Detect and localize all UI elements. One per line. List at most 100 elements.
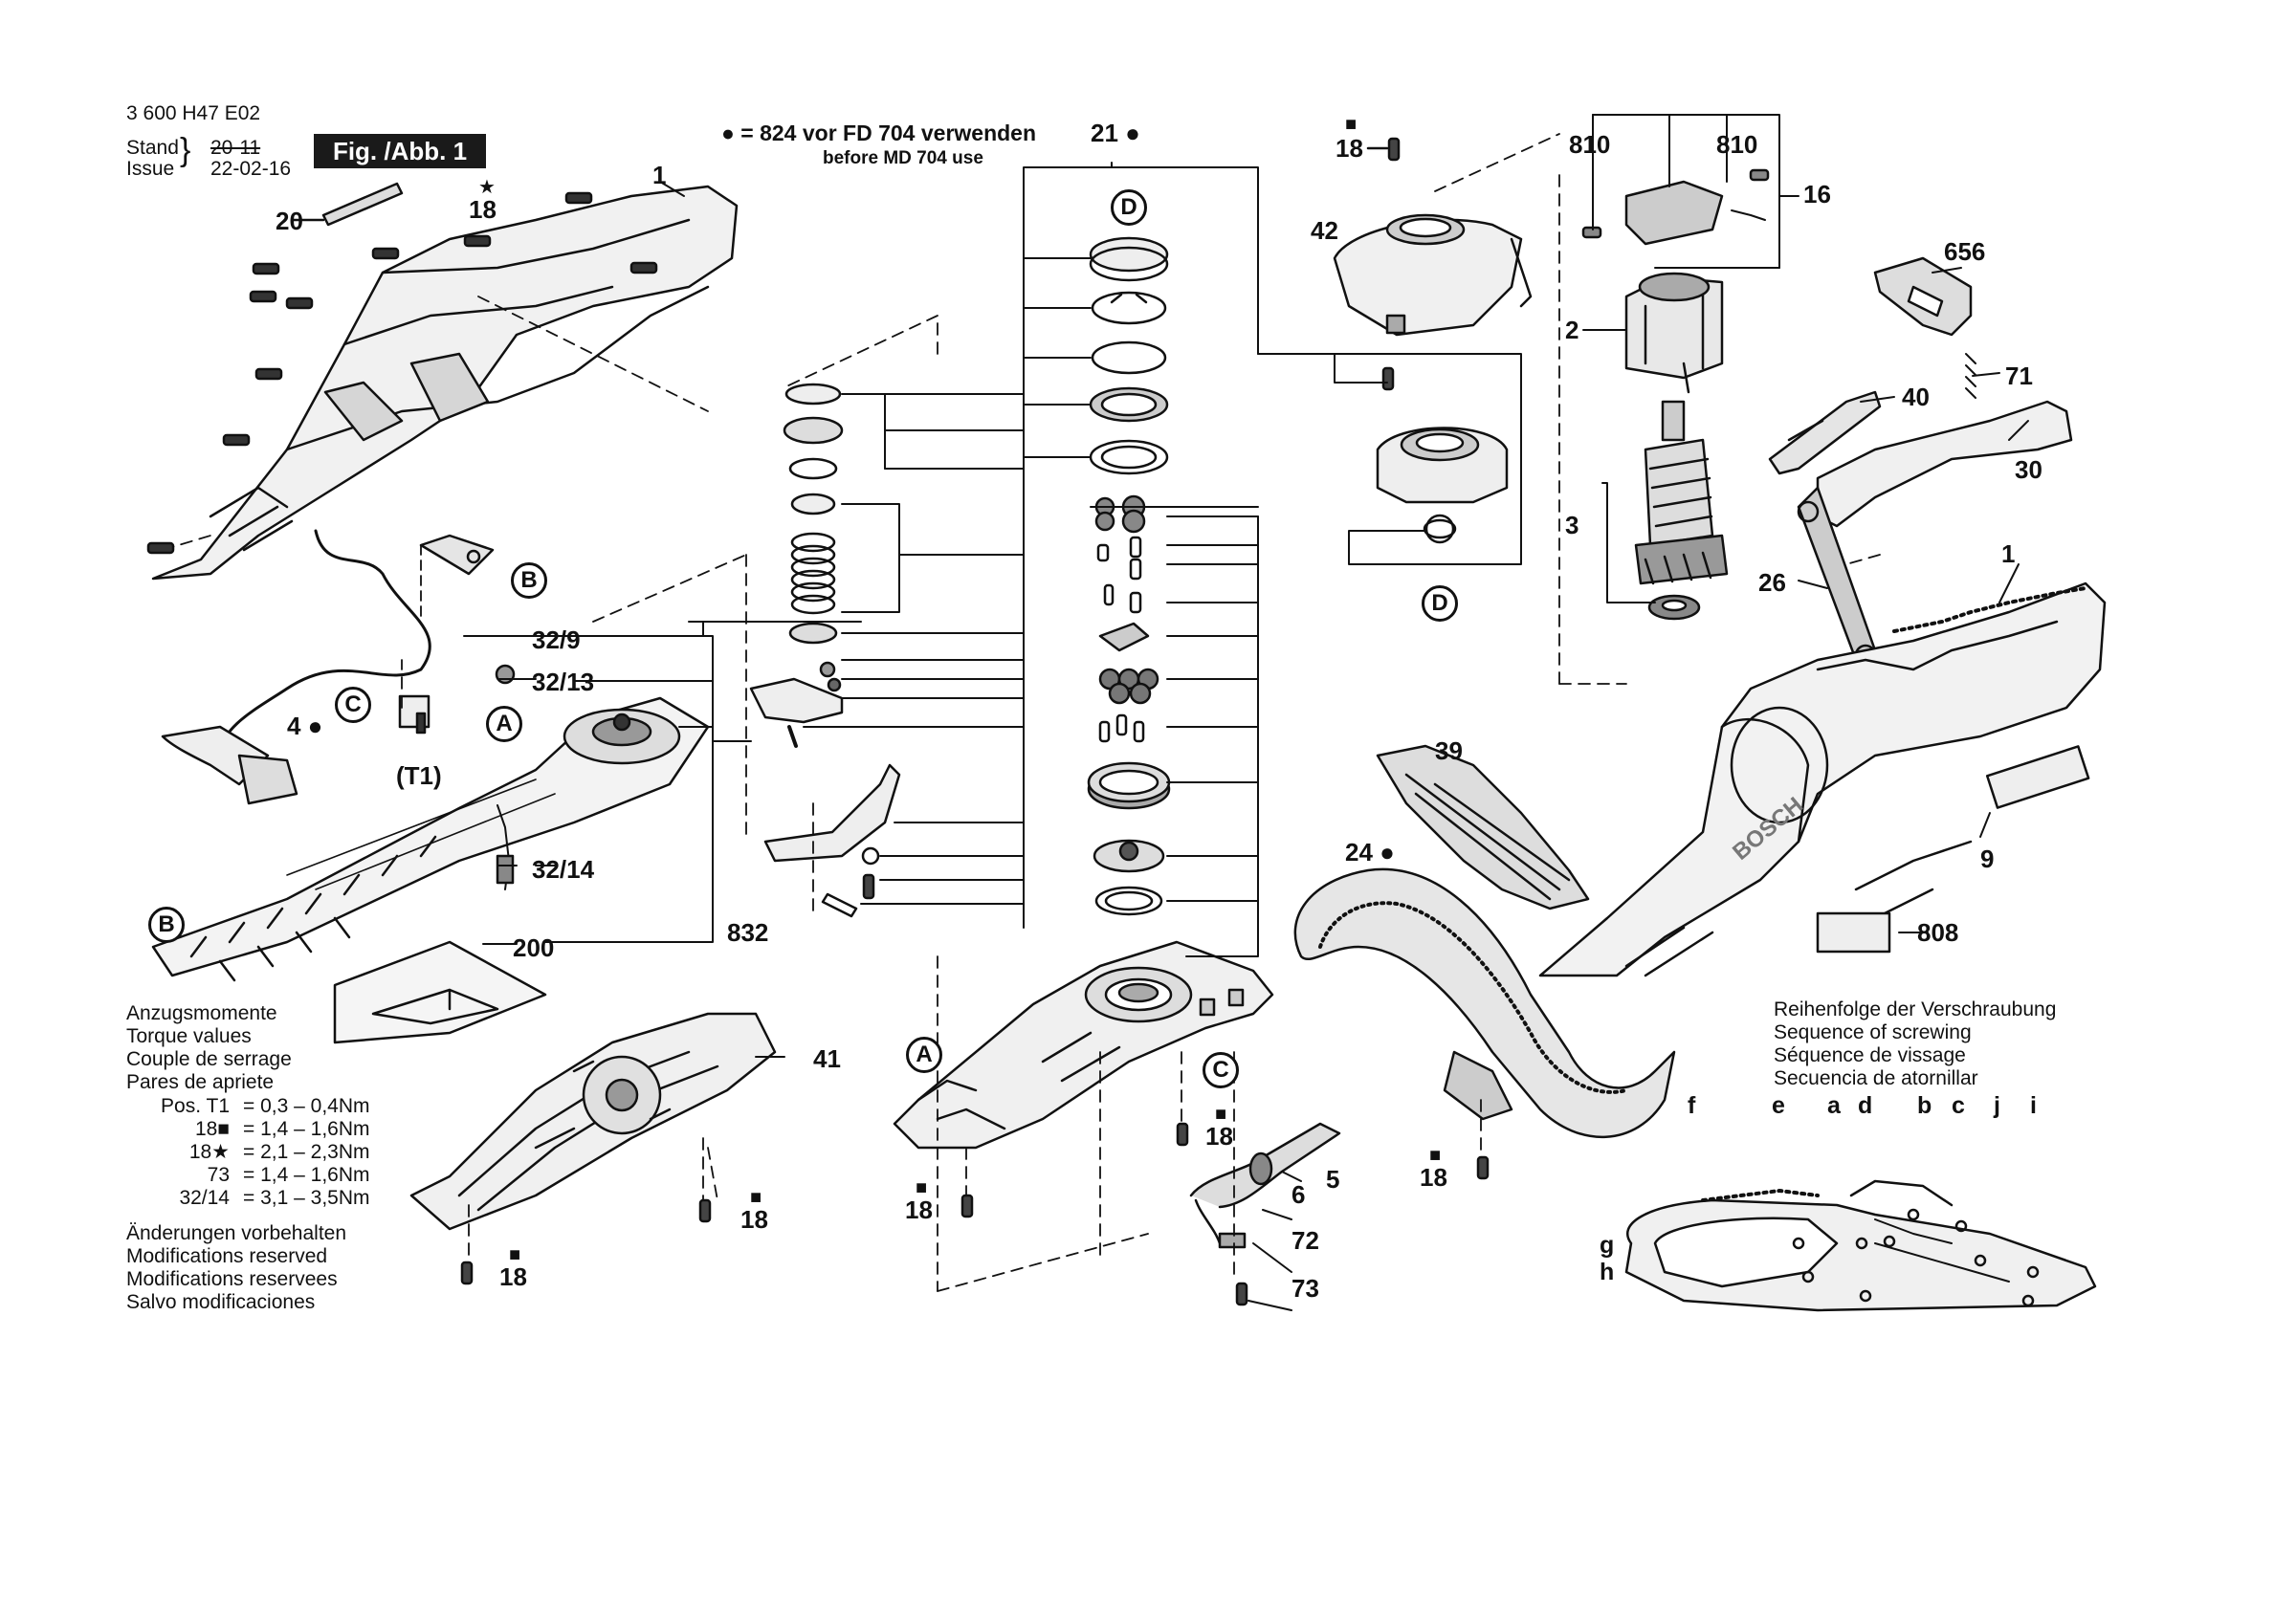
torque-pos: 32/14 xyxy=(179,1187,230,1209)
screw-sequence-en: Sequence of screwing xyxy=(1774,1021,1972,1043)
square-icon: ■ xyxy=(1345,114,1358,135)
upper-housing-left xyxy=(151,185,739,581)
part-39: 39 xyxy=(1435,736,1463,765)
torque-value: = 0,3 – 0,4Nm xyxy=(243,1095,370,1117)
date-old: 20-11 xyxy=(210,137,261,159)
ring-stack-21 xyxy=(1087,236,1171,916)
part-32-13: 32/13 xyxy=(532,668,595,696)
part-810-a: 810 xyxy=(1569,130,1611,159)
part-200: 200 xyxy=(513,933,555,962)
star-icon: ★ xyxy=(478,177,496,198)
label-strip-20 xyxy=(321,182,404,227)
callout-a: A xyxy=(486,706,522,742)
doc-number: 3 600 H47 E02 xyxy=(126,102,261,124)
torque-title-de: Anzugsmomente xyxy=(126,1002,277,1024)
torque-legend: Anzugsmomente Torque values Couple de se… xyxy=(126,1002,292,1094)
torque-pos: 18★ xyxy=(188,1141,230,1163)
part-18-f: 18 xyxy=(1420,1163,1447,1192)
part-656: 656 xyxy=(1944,237,1986,266)
callout-c: C xyxy=(335,687,371,723)
part-18-c: 18 xyxy=(499,1262,527,1291)
screw-letter-f: f xyxy=(1688,1092,1696,1119)
screw-letter-j: j xyxy=(1994,1092,2000,1119)
front-guard-39 xyxy=(1376,744,1590,910)
part-20: 20 xyxy=(276,207,303,235)
torque-pos: 18■ xyxy=(194,1118,230,1140)
part-71: 71 xyxy=(2005,362,2033,390)
gear-stack-left xyxy=(749,383,901,918)
screw-letter-h: h xyxy=(1600,1259,1615,1285)
screws-18-lower xyxy=(460,1122,1490,1306)
torque-value: = 2,1 – 2,3Nm xyxy=(243,1141,370,1163)
power-cable-parts xyxy=(1189,1122,1341,1249)
part-3: 3 xyxy=(1565,511,1579,539)
stator-2 xyxy=(1624,272,1724,394)
motor-cover-42 xyxy=(1333,213,1533,337)
part-24: 24 ● xyxy=(1345,838,1395,866)
part-41: 41 xyxy=(813,1044,841,1073)
housing-screws-left xyxy=(146,191,658,555)
part-32-9: 32/9 xyxy=(532,625,581,654)
note-824-line1: ● = 824 vor FD 704 verwenden xyxy=(721,121,1037,145)
callout-d: D xyxy=(1422,585,1458,622)
torque-rows: Pos. T1 = 0,3 – 0,4Nm 18■ = 1,4 – 1,6Nm 18… xyxy=(126,1095,394,1210)
part-4: 4 ● xyxy=(287,712,323,740)
modifications-es: Salvo modificaciones xyxy=(126,1291,316,1313)
label-plate-808 xyxy=(1816,911,1891,954)
square-icon: ■ xyxy=(1215,1104,1227,1125)
screw-sequence-drawing xyxy=(1624,1179,2097,1312)
part-18-a: 18 xyxy=(469,195,497,224)
stand-label: Stand xyxy=(126,137,179,159)
screw-letter-e: e xyxy=(1772,1092,1785,1119)
blade-guard-200 xyxy=(333,940,547,1044)
square-icon: ■ xyxy=(916,1177,928,1198)
date-new: 22-02-16 xyxy=(210,158,292,180)
part-18-top: 18 xyxy=(1336,134,1363,163)
screw-18-top xyxy=(1366,137,1401,162)
part-1-top: 1 xyxy=(652,161,667,189)
part-832: 832 xyxy=(727,918,769,947)
callout-a: A xyxy=(906,1037,942,1073)
blade-assembly xyxy=(151,664,710,982)
part-26: 26 xyxy=(1758,568,1786,597)
part-21: 21 ● xyxy=(1091,119,1140,147)
part-9: 9 xyxy=(1980,844,1995,873)
square-icon: ■ xyxy=(750,1187,762,1208)
part-73: 73 xyxy=(1292,1274,1319,1303)
part-42: 42 xyxy=(1311,216,1338,245)
part-30: 30 xyxy=(2015,455,2042,484)
cable-switch-assembly xyxy=(161,529,495,805)
label-plate-9 xyxy=(1985,745,2090,809)
figure-label: Fig. /Abb. 1 xyxy=(314,134,486,168)
screw-sequence-es: Secuencia de atornillar xyxy=(1774,1067,1978,1089)
part-16: 16 xyxy=(1803,180,1831,208)
screw-sequence-title: Reihenfolge der Verschraubung Sequence o… xyxy=(1774,998,2056,1090)
brush-holder-16 xyxy=(1581,168,1770,246)
part-32-14: 32/14 xyxy=(532,855,595,884)
torque-value: = 3,1 – 3,5Nm xyxy=(243,1187,370,1209)
part-808: 808 xyxy=(1917,918,1959,947)
callout-b: B xyxy=(148,907,185,943)
part-18-b: 18 xyxy=(740,1205,768,1234)
screw-letter-g: g xyxy=(1600,1232,1615,1259)
square-icon: ■ xyxy=(509,1244,521,1265)
gear-housing xyxy=(893,940,1274,1150)
screw-letter-a: a xyxy=(1827,1092,1841,1119)
part-6: 6 xyxy=(1292,1180,1306,1209)
torque-pos: 73 xyxy=(207,1164,230,1186)
lower-housing-41 xyxy=(409,1012,777,1231)
torque-pos: Pos. T1 xyxy=(161,1095,230,1117)
screw-letter-b: b xyxy=(1917,1092,1932,1119)
part-t1: (T1) xyxy=(396,761,442,790)
screw-letter-i: i xyxy=(2030,1092,2037,1119)
modifications-en: Modifications reserved xyxy=(126,1245,328,1267)
torque-value: = 1,4 – 1,6Nm xyxy=(243,1164,370,1186)
modifications-note: Änderungen vorbehalten Modifications res… xyxy=(126,1222,346,1314)
callout-c: C xyxy=(1203,1052,1239,1088)
part-18-d: 18 xyxy=(1205,1122,1233,1151)
torque-title-es: Pares de apriete xyxy=(126,1071,275,1093)
torque-value: = 1,4 – 1,6Nm xyxy=(243,1118,370,1140)
motor-housing-right xyxy=(1538,581,2107,977)
part-810-b: 810 xyxy=(1716,130,1758,159)
